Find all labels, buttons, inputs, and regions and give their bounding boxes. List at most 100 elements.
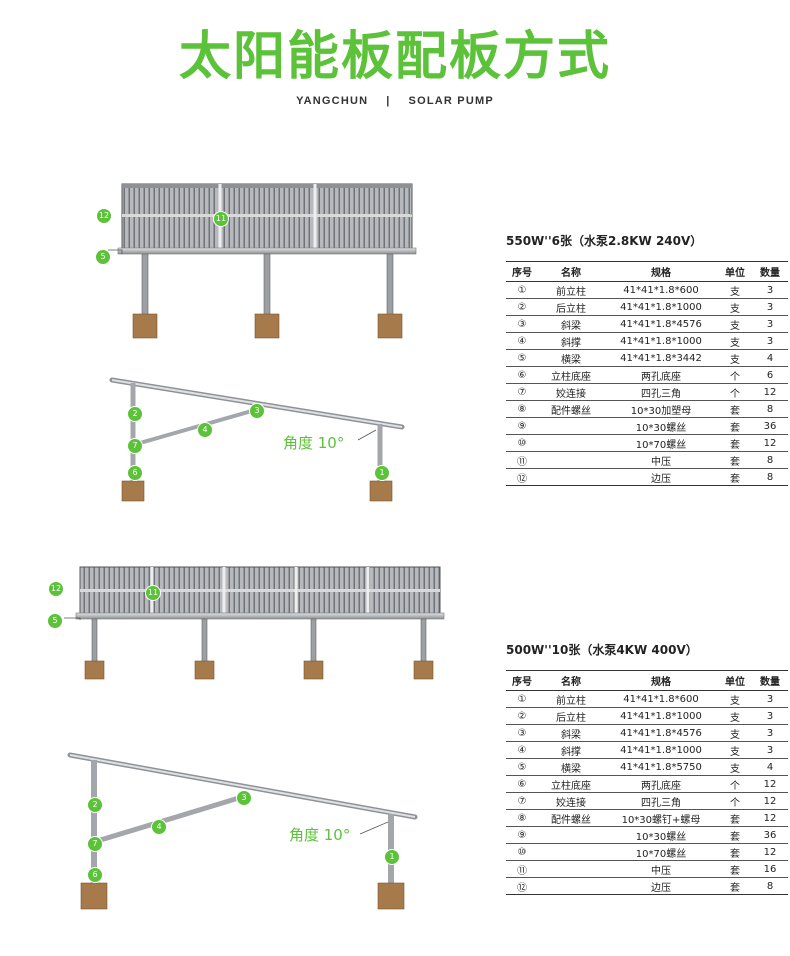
row-name — [538, 468, 604, 486]
row-name: 姣连接 — [538, 792, 604, 810]
row-qty: 4 — [752, 758, 788, 776]
subtitle-separator: | — [386, 95, 391, 107]
row-name: 姣连接 — [538, 383, 604, 401]
row-index: ② — [506, 707, 538, 725]
row-unit: 套 — [718, 809, 752, 827]
row-index: ⑦ — [506, 383, 538, 401]
row-name — [538, 843, 604, 861]
header-index: 序号 — [506, 670, 538, 691]
header-index: 序号 — [506, 261, 538, 282]
row-spec: 41*41*1.8*1000 — [604, 298, 718, 316]
row-spec: 41*41*1.8*600 — [604, 690, 718, 708]
row-index: ⑤ — [506, 758, 538, 776]
row-unit: 套 — [718, 400, 752, 418]
header-name: 名称 — [538, 670, 604, 691]
row-qty: 16 — [752, 860, 788, 878]
row-index: ① — [506, 281, 538, 299]
part-number-badge: 11 — [145, 585, 161, 601]
part-number-badge: 7 — [127, 438, 143, 454]
row-index: ⑪ — [506, 451, 538, 469]
row-spec: 41*41*1.8*4576 — [604, 315, 718, 333]
row-qty: 8 — [752, 451, 788, 469]
row-index: ③ — [506, 724, 538, 742]
part-number-badge: 4 — [197, 422, 213, 438]
row-index: ⑤ — [506, 349, 538, 367]
row-spec: 41*41*1.8*1000 — [604, 707, 718, 725]
row-index: ⑧ — [506, 400, 538, 418]
row-spec: 41*41*1.8*1000 — [604, 332, 718, 350]
row-index: ① — [506, 690, 538, 708]
row-unit: 套 — [718, 860, 752, 878]
row-spec: 41*41*1.8*5750 — [604, 758, 718, 776]
row-spec: 四孔三角 — [604, 383, 718, 401]
row-qty: 12 — [752, 792, 788, 810]
row-unit: 支 — [718, 315, 752, 333]
row-spec: 10*30螺丝 — [604, 417, 718, 435]
row-name: 配件螺丝 — [538, 809, 604, 827]
row-qty: 3 — [752, 281, 788, 299]
row-name: 前立柱 — [538, 281, 604, 299]
row-qty: 8 — [752, 468, 788, 486]
row-qty: 12 — [752, 775, 788, 793]
row-unit: 套 — [718, 826, 752, 844]
row-unit: 套 — [718, 451, 752, 469]
row-qty: 3 — [752, 315, 788, 333]
row-index: ⑫ — [506, 468, 538, 486]
row-spec: 41*41*1.8*600 — [604, 281, 718, 299]
row-qty: 12 — [752, 383, 788, 401]
row-qty: 3 — [752, 332, 788, 350]
row-index: ⑫ — [506, 877, 538, 895]
row-qty: 3 — [752, 298, 788, 316]
product-name: SOLAR PUMP — [408, 95, 494, 107]
row-index: ⑨ — [506, 417, 538, 435]
row-qty: 12 — [752, 843, 788, 861]
row-unit: 套 — [718, 468, 752, 486]
row-spec: 中压 — [604, 860, 718, 878]
row-spec: 41*41*1.8*4576 — [604, 724, 718, 742]
row-name — [538, 434, 604, 452]
row-unit: 套 — [718, 877, 752, 895]
row-index: ⑥ — [506, 775, 538, 793]
row-spec: 41*41*1.8*3442 — [604, 349, 718, 367]
part-number-badge: 2 — [87, 797, 103, 813]
part-number-badge: 12 — [96, 208, 112, 224]
part-number-badge: 11 — [213, 211, 229, 227]
config2-caption: 500W''10张（水泵4KW 400V） — [506, 643, 698, 657]
row-unit: 套 — [718, 434, 752, 452]
part-number-badge: 3 — [249, 403, 265, 419]
row-qty: 3 — [752, 741, 788, 759]
row-index: ⑩ — [506, 843, 538, 861]
row-index: ③ — [506, 315, 538, 333]
row-name — [538, 877, 604, 895]
row-qty: 36 — [752, 826, 788, 844]
row-qty: 36 — [752, 417, 788, 435]
row-spec: 边压 — [604, 877, 718, 895]
row-index: ⑥ — [506, 366, 538, 384]
row-index: ④ — [506, 741, 538, 759]
row-index: ⑨ — [506, 826, 538, 844]
table-header-row: 序号 名称 规格 单位 数量 — [506, 670, 788, 691]
row-name — [538, 826, 604, 844]
page-subtitle: YANGCHUN|SOLAR PUMP — [0, 95, 790, 107]
part-number-badge: 3 — [236, 790, 252, 806]
row-unit: 套 — [718, 843, 752, 861]
front-view-2 — [64, 566, 445, 680]
header-spec: 规格 — [604, 670, 718, 691]
row-unit: 支 — [718, 690, 752, 708]
row-spec: 41*41*1.8*1000 — [604, 741, 718, 759]
row-name — [538, 860, 604, 878]
